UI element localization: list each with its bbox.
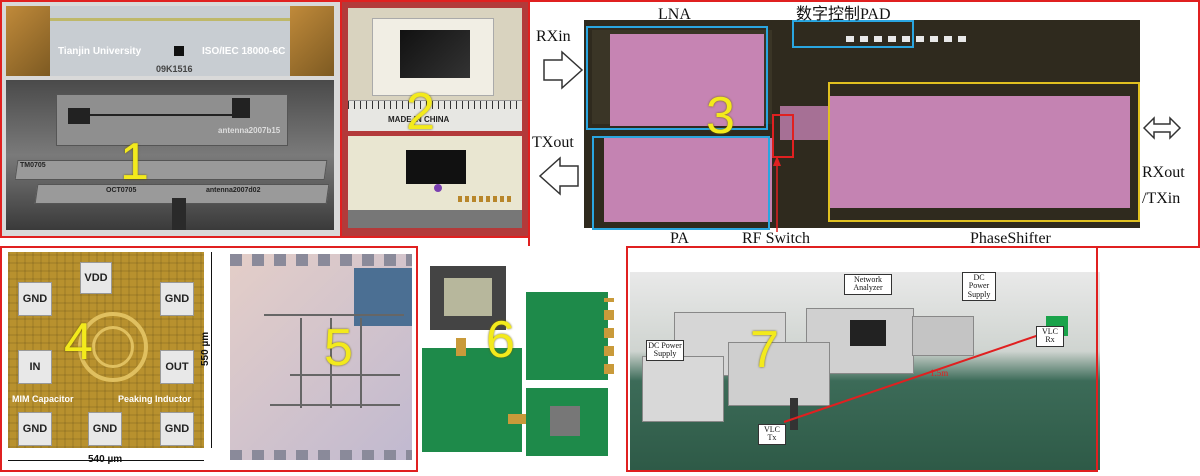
pad-gnd-bm: GND — [88, 412, 122, 446]
label-rxin: RXin — [536, 28, 571, 45]
board-top-right — [526, 292, 614, 380]
pad-gnd-tr: GND — [160, 282, 194, 316]
tag-vlc-rx: VLC Rx — [1036, 326, 1064, 347]
antenna-top-label: Tianjin University — [58, 46, 142, 57]
pad-gnd-bl: GND — [18, 412, 52, 446]
label-txin: /TXin — [1142, 190, 1181, 207]
label-rf-switch: RF Switch — [742, 230, 811, 247]
antenna-top-standard: ISO/IEC 18000-6C — [202, 46, 286, 57]
tag-dc-ps-left: DC Power Supply — [646, 340, 684, 361]
tag-dc-ps-right: DC Power Supply — [962, 272, 996, 302]
pad-in: IN — [18, 350, 52, 384]
pad-out: OUT — [160, 350, 194, 384]
arrows-overlay — [538, 50, 1182, 232]
panel-2-packaged-module: MADE IN CHINA 2 — [342, 0, 528, 236]
panel-number-1: 1 — [120, 133, 149, 191]
label-txout: TXout — [532, 134, 574, 151]
label-distance: 1.5m — [930, 368, 949, 378]
layout-die — [230, 254, 412, 460]
panel-number-3: 3 — [706, 87, 735, 145]
pad-gnd-tl: GND — [18, 282, 52, 316]
lab-photo — [630, 272, 1100, 470]
packaged-chip — [400, 30, 470, 78]
dim-horizontal: 540 µm — [88, 454, 122, 465]
panel-3-transceiver-chip: LNA 数字控制PAD RXin TXout PA RF Switch Phas… — [530, 0, 1200, 248]
panel-number-7: 7 — [750, 321, 779, 379]
rf-switch-box — [772, 114, 794, 158]
board-top-left — [430, 266, 506, 330]
board-bottom-right — [526, 388, 608, 456]
antenna-low-label-b: OCT0705 — [106, 187, 137, 194]
panel-7-test-bench: Network Analyzer DC Power Supply DC Powe… — [630, 250, 1200, 476]
rxout-arrow — [1142, 116, 1182, 140]
panel-number-4: 4 — [64, 313, 93, 371]
label-rxout: RXout — [1142, 164, 1185, 181]
rfid-tag-top: Tianjin University ISO/IEC 18000-6C 09K1… — [6, 6, 334, 76]
label-pa: PA — [670, 230, 689, 247]
dim-vertical: 550 µm — [200, 331, 211, 366]
pa-box — [592, 136, 770, 230]
label-mim-capacitor: MIM Capacitor — [12, 394, 74, 404]
board-bottom-left — [422, 338, 526, 452]
panel-number-5: 5 — [324, 319, 353, 377]
panel-4-amplifier-die: VDD GND GND IN OUT GND GND GND MIM Capac… — [0, 246, 226, 472]
tag-network-analyzer: Network Analyzer — [844, 274, 892, 295]
pad-gnd-br: GND — [160, 412, 194, 446]
pad-vdd: VDD — [80, 262, 112, 294]
label-lna: LNA — [658, 6, 691, 23]
antenna-mid-label: antenna2007b15 — [218, 126, 281, 135]
panel-5-layout-die: 5 — [226, 246, 416, 472]
transceiver-die — [584, 20, 1140, 228]
distance-line — [783, 333, 1043, 423]
antenna-low-label-a: TM0705 — [20, 162, 46, 169]
panel-6-boards: 6 — [418, 246, 628, 472]
antenna-top-code: 09K1516 — [156, 64, 193, 74]
panel-1-rfid-antennas: Tianjin University ISO/IEC 18000-6C 09K1… — [0, 0, 340, 236]
antenna-module-chip — [406, 150, 466, 184]
antenna-photo: antenna2007b15 TM0705 OCT0705 antenna200… — [6, 80, 334, 230]
antenna-low-label-c: antenna2007d02 — [206, 187, 261, 194]
label-peaking-inductor: Peaking Inductor — [118, 394, 192, 404]
pad-box — [792, 20, 914, 48]
rxin-arrow — [543, 50, 584, 90]
label-phase-shifter: PhaseShifter — [970, 230, 1051, 247]
ruler: MADE IN CHINA — [348, 100, 522, 131]
ruler-text: MADE IN CHINA — [388, 115, 450, 124]
phase-shifter-box — [828, 82, 1140, 222]
txout-arrow — [538, 156, 579, 196]
panel-number-6: 6 — [486, 311, 515, 369]
tag-vlc-tx: VLC Tx — [758, 424, 786, 445]
panel-number-2: 2 — [406, 83, 435, 141]
lna-box — [586, 26, 768, 130]
label-digital-pad: 数字控制PAD — [796, 6, 891, 23]
